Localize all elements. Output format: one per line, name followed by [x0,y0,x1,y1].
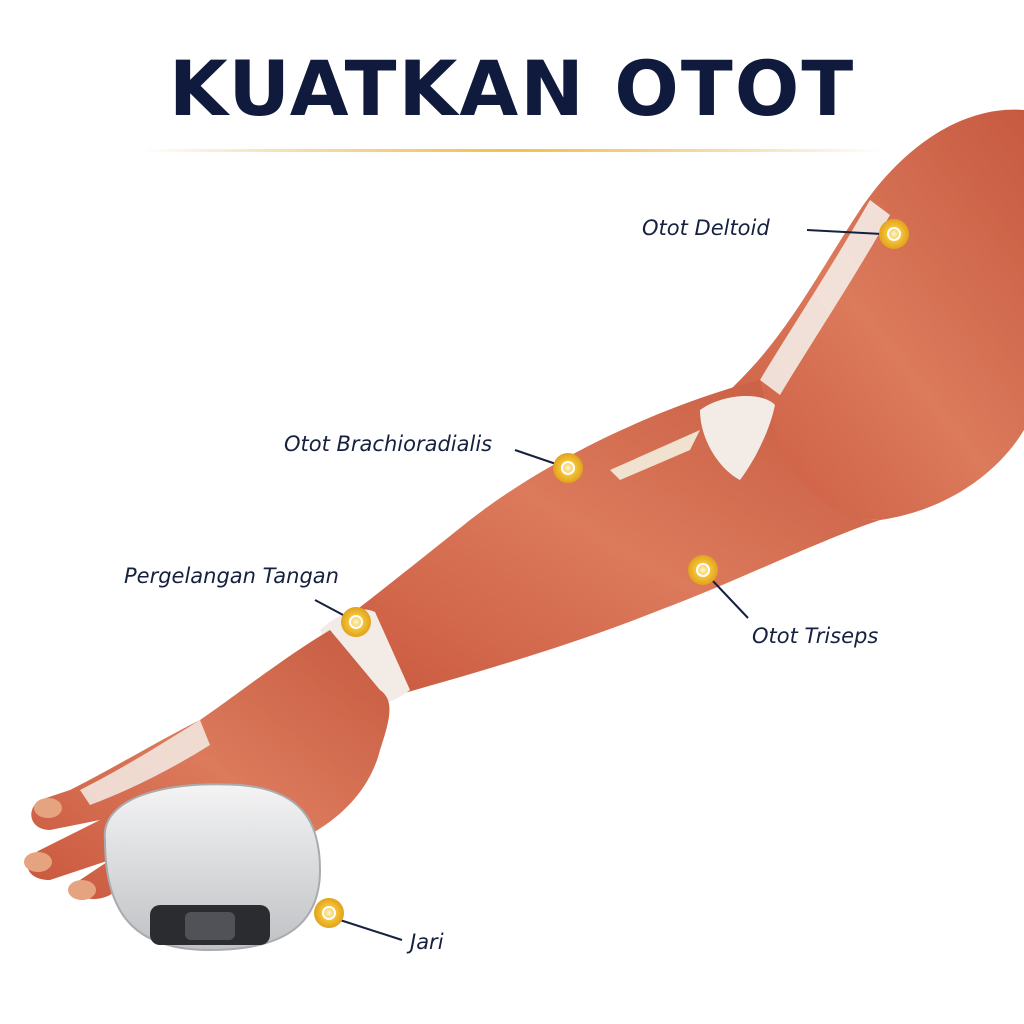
marker-triseps [688,555,718,585]
upper-arm-muscle [700,109,1024,520]
label-triseps: Otot Triseps [752,624,879,648]
title-underline [140,149,884,152]
marker-deltoid [879,219,909,249]
massage-device [103,783,322,952]
elbow-tendon [700,395,775,480]
marker-finger [314,898,344,928]
wrist-band [320,609,410,706]
label-brachioradialis: Otot Brachioradialis [284,432,493,456]
finger-tip [24,852,52,872]
finger-tip [68,880,96,900]
leader-line-wrist [314,599,346,617]
leader-line-deltoid [806,229,883,235]
finger-tip [34,798,62,818]
label-wrist: Pergelangan Tangan [124,564,339,588]
leader-line-finger [339,919,403,941]
forearm-tendon [610,430,700,480]
hand-tendons [80,720,210,805]
label-finger: Jari [410,930,444,954]
marker-brachioradialis [553,453,583,483]
leader-line-brachioradialis [514,449,557,465]
marker-wrist [341,607,371,637]
deltoid-tendon [760,200,890,395]
page-title: KUATKAN OTOT [168,44,856,133]
label-deltoid: Otot Deltoid [642,216,770,240]
leader-line-triseps [711,579,749,619]
